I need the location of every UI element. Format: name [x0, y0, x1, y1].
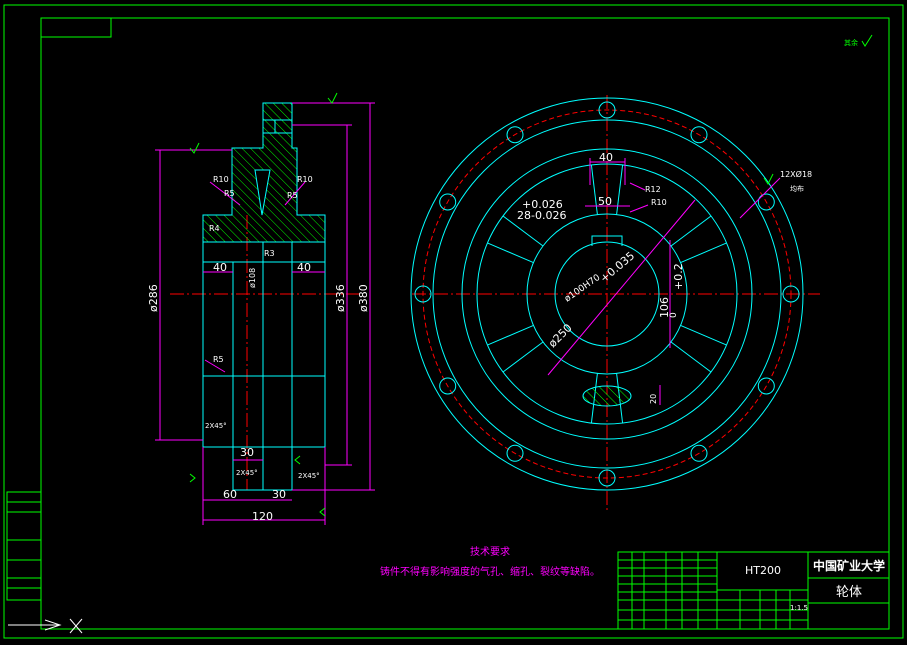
- bore-circle: [554, 241, 660, 347]
- spoke-edge: [590, 164, 598, 215]
- dim-phi380: ø380: [357, 284, 370, 312]
- web-outer-circle: [461, 148, 753, 440]
- dim-hub-size: 106: [658, 297, 671, 318]
- dim-50: 50: [598, 195, 612, 208]
- outer-border: [3, 4, 904, 639]
- dim-chamfer-3: 2X45°: [298, 472, 320, 480]
- bolt-hole: [757, 377, 775, 395]
- keyway: [591, 235, 623, 246]
- roughness-icon: [319, 507, 326, 517]
- lower-slot: [582, 385, 632, 407]
- dim-r5-lower: R5: [213, 355, 224, 364]
- technical-requirements: 技术要求 铸件不得有影响强度的气孔、缩孔、裂纹等缺陷。: [360, 543, 620, 583]
- dim-phi250: ø250: [546, 321, 575, 350]
- dim-key-tol: +0.026: [522, 198, 563, 211]
- roughness-icon: [189, 473, 196, 483]
- spoke-edge: [680, 324, 727, 346]
- dim-phi108: ø108: [248, 268, 257, 288]
- spoke-edge: [502, 215, 544, 247]
- dim-30-bottom: 30: [272, 488, 286, 501]
- bolt-hole: [506, 126, 524, 144]
- roughness-mark: 其余: [844, 34, 873, 47]
- title-block: [617, 551, 890, 630]
- roughness-text: 其余: [844, 38, 858, 47]
- bolt-hole: [439, 377, 457, 395]
- dim-chamfer-1: 2X45°: [205, 422, 227, 430]
- dim-phi286: ø286: [147, 284, 160, 312]
- dim-40-left: 40: [213, 261, 227, 274]
- dim-r10-front: R10: [651, 198, 667, 207]
- spoke-edge: [487, 242, 534, 264]
- dim-r10-right: R10: [297, 175, 313, 184]
- outer-rim-circle: [410, 97, 804, 491]
- title-school: 中国矿业大学: [813, 558, 885, 573]
- dim-60: 60: [223, 488, 237, 501]
- dim-r12: R12: [645, 185, 661, 194]
- side-view: R10 R5 R10 R5 R4 R3 40 40 ø108 ø286 ø336…: [147, 92, 375, 525]
- dim-holes: 12XØ18: [780, 169, 812, 179]
- title-part-name: 轮体: [836, 585, 862, 600]
- dim-120: 120: [252, 510, 273, 523]
- bolt-hole: [598, 101, 616, 119]
- dim-r4: R4: [209, 224, 220, 233]
- bolt-circle: [422, 109, 792, 479]
- spoke-edge: [502, 341, 544, 373]
- bolt-hole: [782, 285, 800, 303]
- roughness-icon: [327, 92, 338, 104]
- bolt-holes: [414, 101, 800, 487]
- dim-hub-tol-low: 0: [669, 312, 679, 318]
- tech-req-title: 技术要求: [470, 547, 510, 558]
- bolt-hole: [414, 285, 432, 303]
- bolt-hole: [439, 193, 457, 211]
- tech-req-text: 铸件不得有影响强度的气孔、缩孔、裂纹等缺陷。: [380, 567, 600, 578]
- dim-slot: 20: [649, 394, 658, 404]
- roughness-check-icon: [861, 34, 873, 47]
- bolt-hole: [506, 444, 524, 462]
- binding-strip: [6, 491, 42, 601]
- dim-40-front: 40: [599, 151, 613, 164]
- web-inner-circle: [476, 163, 738, 425]
- bolt-hole: [598, 469, 616, 487]
- dim-hub-tol: +0.2: [672, 263, 685, 290]
- spoke-edge: [680, 242, 727, 264]
- corner-box: [40, 17, 112, 38]
- bolt-hole: [690, 126, 708, 144]
- rim-inner-circle: [432, 119, 782, 469]
- dim-key-size: 28-0.026: [517, 209, 566, 222]
- spoke-edge: [670, 341, 712, 373]
- title-scale: 1:1.5: [790, 604, 808, 612]
- spokes: [487, 164, 727, 424]
- dim-bore: ø100H70: [563, 273, 602, 305]
- spoke-edge: [670, 215, 712, 247]
- dim-chamfer-2: 2X45°: [236, 469, 258, 477]
- ucs-icon: [8, 618, 83, 634]
- roughness-icon: [294, 455, 301, 465]
- title-material: HT200: [745, 564, 781, 577]
- spoke-edge: [487, 324, 534, 346]
- hub-circle: [526, 213, 688, 375]
- dim-phi336: ø336: [334, 284, 347, 312]
- roughness-icon: [189, 142, 200, 154]
- dim-30-top: 30: [240, 446, 254, 459]
- dim-r5-right: R5: [287, 191, 298, 200]
- bolt-hole: [757, 193, 775, 211]
- dim-hole-note: 均布: [790, 184, 804, 193]
- dim-r3: R3: [264, 249, 275, 258]
- bolt-hole: [690, 444, 708, 462]
- dim-r10-left: R10: [213, 175, 229, 184]
- front-view: 40 R12 50 R10 +0.026 28-0.026 +0.035 ø10…: [410, 95, 820, 510]
- inner-border: [40, 17, 890, 630]
- dim-r5-left: R5: [224, 189, 235, 198]
- roughness-icon: [763, 173, 774, 185]
- dim-bore-tol: +0.035: [598, 249, 638, 285]
- dim-40-right: 40: [297, 261, 311, 274]
- spoke-edge: [616, 164, 624, 215]
